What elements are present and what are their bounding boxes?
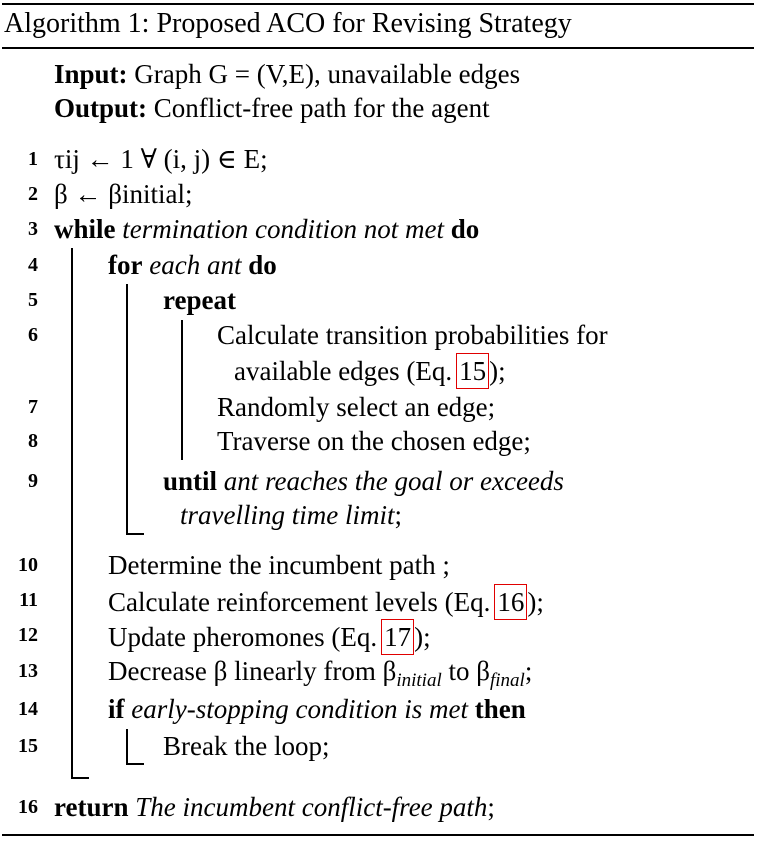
algo-line-11: Calculate reinforcement levels (Eq.16); <box>108 584 544 620</box>
algo-line-6b: available edges (Eq.15); <box>234 353 506 389</box>
while-scope-bar <box>71 248 73 778</box>
output-text: Conflict-free path for the agent <box>153 93 490 123</box>
equation-ref-17[interactable]: 17 <box>381 619 415 655</box>
top-rule <box>2 3 754 5</box>
algo-line-14: if early-stopping condition is met then <box>108 693 526 725</box>
line-number-12: 12 <box>18 624 38 646</box>
line-number-9: 9 <box>28 470 38 492</box>
line-number-10: 10 <box>18 554 38 576</box>
until-condition-a: ant reaches the goal or exceeds <box>223 466 564 496</box>
algo-line-12: Update pheromones (Eq.17); <box>108 619 431 655</box>
line-13-mid: to β <box>441 656 491 686</box>
bottom-rule <box>2 834 754 836</box>
line-16-tail: ; <box>487 792 495 822</box>
keyword-for: for <box>108 250 143 280</box>
line-6b-tail: ); <box>489 356 506 386</box>
line-number-6: 6 <box>28 324 38 346</box>
algo-line-2: β ← βinitial; <box>54 179 193 209</box>
output-line: Output: Conflict-free path for the agent <box>54 92 490 124</box>
algo-line-13: Decrease β linearly from βinitial to βfi… <box>108 655 533 690</box>
line-number-5: 5 <box>28 289 38 311</box>
line-number-3: 3 <box>28 218 38 240</box>
line-number-16: 16 <box>18 796 38 818</box>
line-11-tail: ); <box>527 587 544 617</box>
line-number-14: 14 <box>18 698 38 720</box>
line-number-7: 7 <box>28 396 38 418</box>
subscript-initial: initial <box>396 670 442 691</box>
repeat-scope-bar <box>181 320 183 460</box>
if-scope-end <box>126 763 144 765</box>
line-13-tail: ; <box>524 656 533 686</box>
algo-line-9a: until ant reaches the goal or exceeds <box>163 465 564 497</box>
equation-ref-15[interactable]: 15 <box>456 353 490 389</box>
keyword-while: while <box>54 214 116 244</box>
while-condition: termination condition not met <box>122 214 444 244</box>
line-number-11: 11 <box>19 589 38 611</box>
keyword-then: then <box>474 694 526 724</box>
keyword-return: return <box>54 792 129 822</box>
output-label: Output: <box>54 93 148 123</box>
algo-line-10: Determine the incumbent path ; <box>108 550 450 580</box>
line-number-8: 8 <box>28 430 38 452</box>
algo-line-8: Traverse on the chosen edge; <box>217 426 531 456</box>
algo-line-4: for each ant do <box>108 249 277 281</box>
algo-line-7: Randomly select an edge; <box>217 392 496 422</box>
line-number-15: 15 <box>18 735 38 757</box>
algo-line-15: Break the loop; <box>163 731 330 761</box>
line-13-pre: Decrease β linearly from β <box>108 656 397 686</box>
while-scope-end <box>71 777 89 779</box>
line-number-4: 4 <box>28 254 38 276</box>
keyword-repeat: repeat <box>163 285 236 315</box>
return-value: The incumbent conflict-free path <box>135 792 488 822</box>
input-label: Input: <box>54 59 128 89</box>
line-number-13: 13 <box>18 660 38 682</box>
subscript-final: final <box>490 670 525 691</box>
until-condition-b: travelling time limit <box>180 500 395 530</box>
for-scope-bar <box>126 284 128 534</box>
input-text: Graph G = (V,E), unavailable edges <box>134 59 521 89</box>
equation-ref-16[interactable]: 16 <box>494 584 528 620</box>
line-12-tail: ); <box>414 622 431 652</box>
input-line: Input: Graph G = (V,E), unavailable edge… <box>54 58 520 90</box>
algo-line-3: while termination condition not met do <box>54 213 479 245</box>
algo-line-9b: travelling time limit; <box>180 499 402 531</box>
algo-line-16: return The incumbent conflict-free path; <box>54 791 495 823</box>
keyword-do: do <box>248 250 277 280</box>
line-9b-tail: ; <box>394 500 402 530</box>
line-6b-text: available edges (Eq. <box>234 356 453 386</box>
caption-rule <box>2 47 754 49</box>
keyword-until: until <box>163 466 218 496</box>
for-scope-end <box>126 533 144 535</box>
line-number-2: 2 <box>28 183 38 205</box>
line-12-text: Update pheromones (Eq. <box>108 622 378 652</box>
keyword-do: do <box>450 214 480 244</box>
keyword-if: if <box>108 694 125 724</box>
for-condition: each ant <box>149 250 242 280</box>
algo-line-5: repeat <box>163 284 236 316</box>
algo-line-1: τij ← 1 ∀ (i, j) ∈ E; <box>54 144 268 174</box>
if-condition: early-stopping condition is met <box>131 694 468 724</box>
algorithm-caption: Algorithm 1: Proposed ACO for Revising S… <box>4 8 572 39</box>
algo-line-6a: Calculate transition probabilities for <box>217 320 608 350</box>
line-11-text: Calculate reinforcement levels (Eq. <box>108 587 491 617</box>
line-number-1: 1 <box>28 148 38 170</box>
if-scope-bar <box>126 729 128 764</box>
